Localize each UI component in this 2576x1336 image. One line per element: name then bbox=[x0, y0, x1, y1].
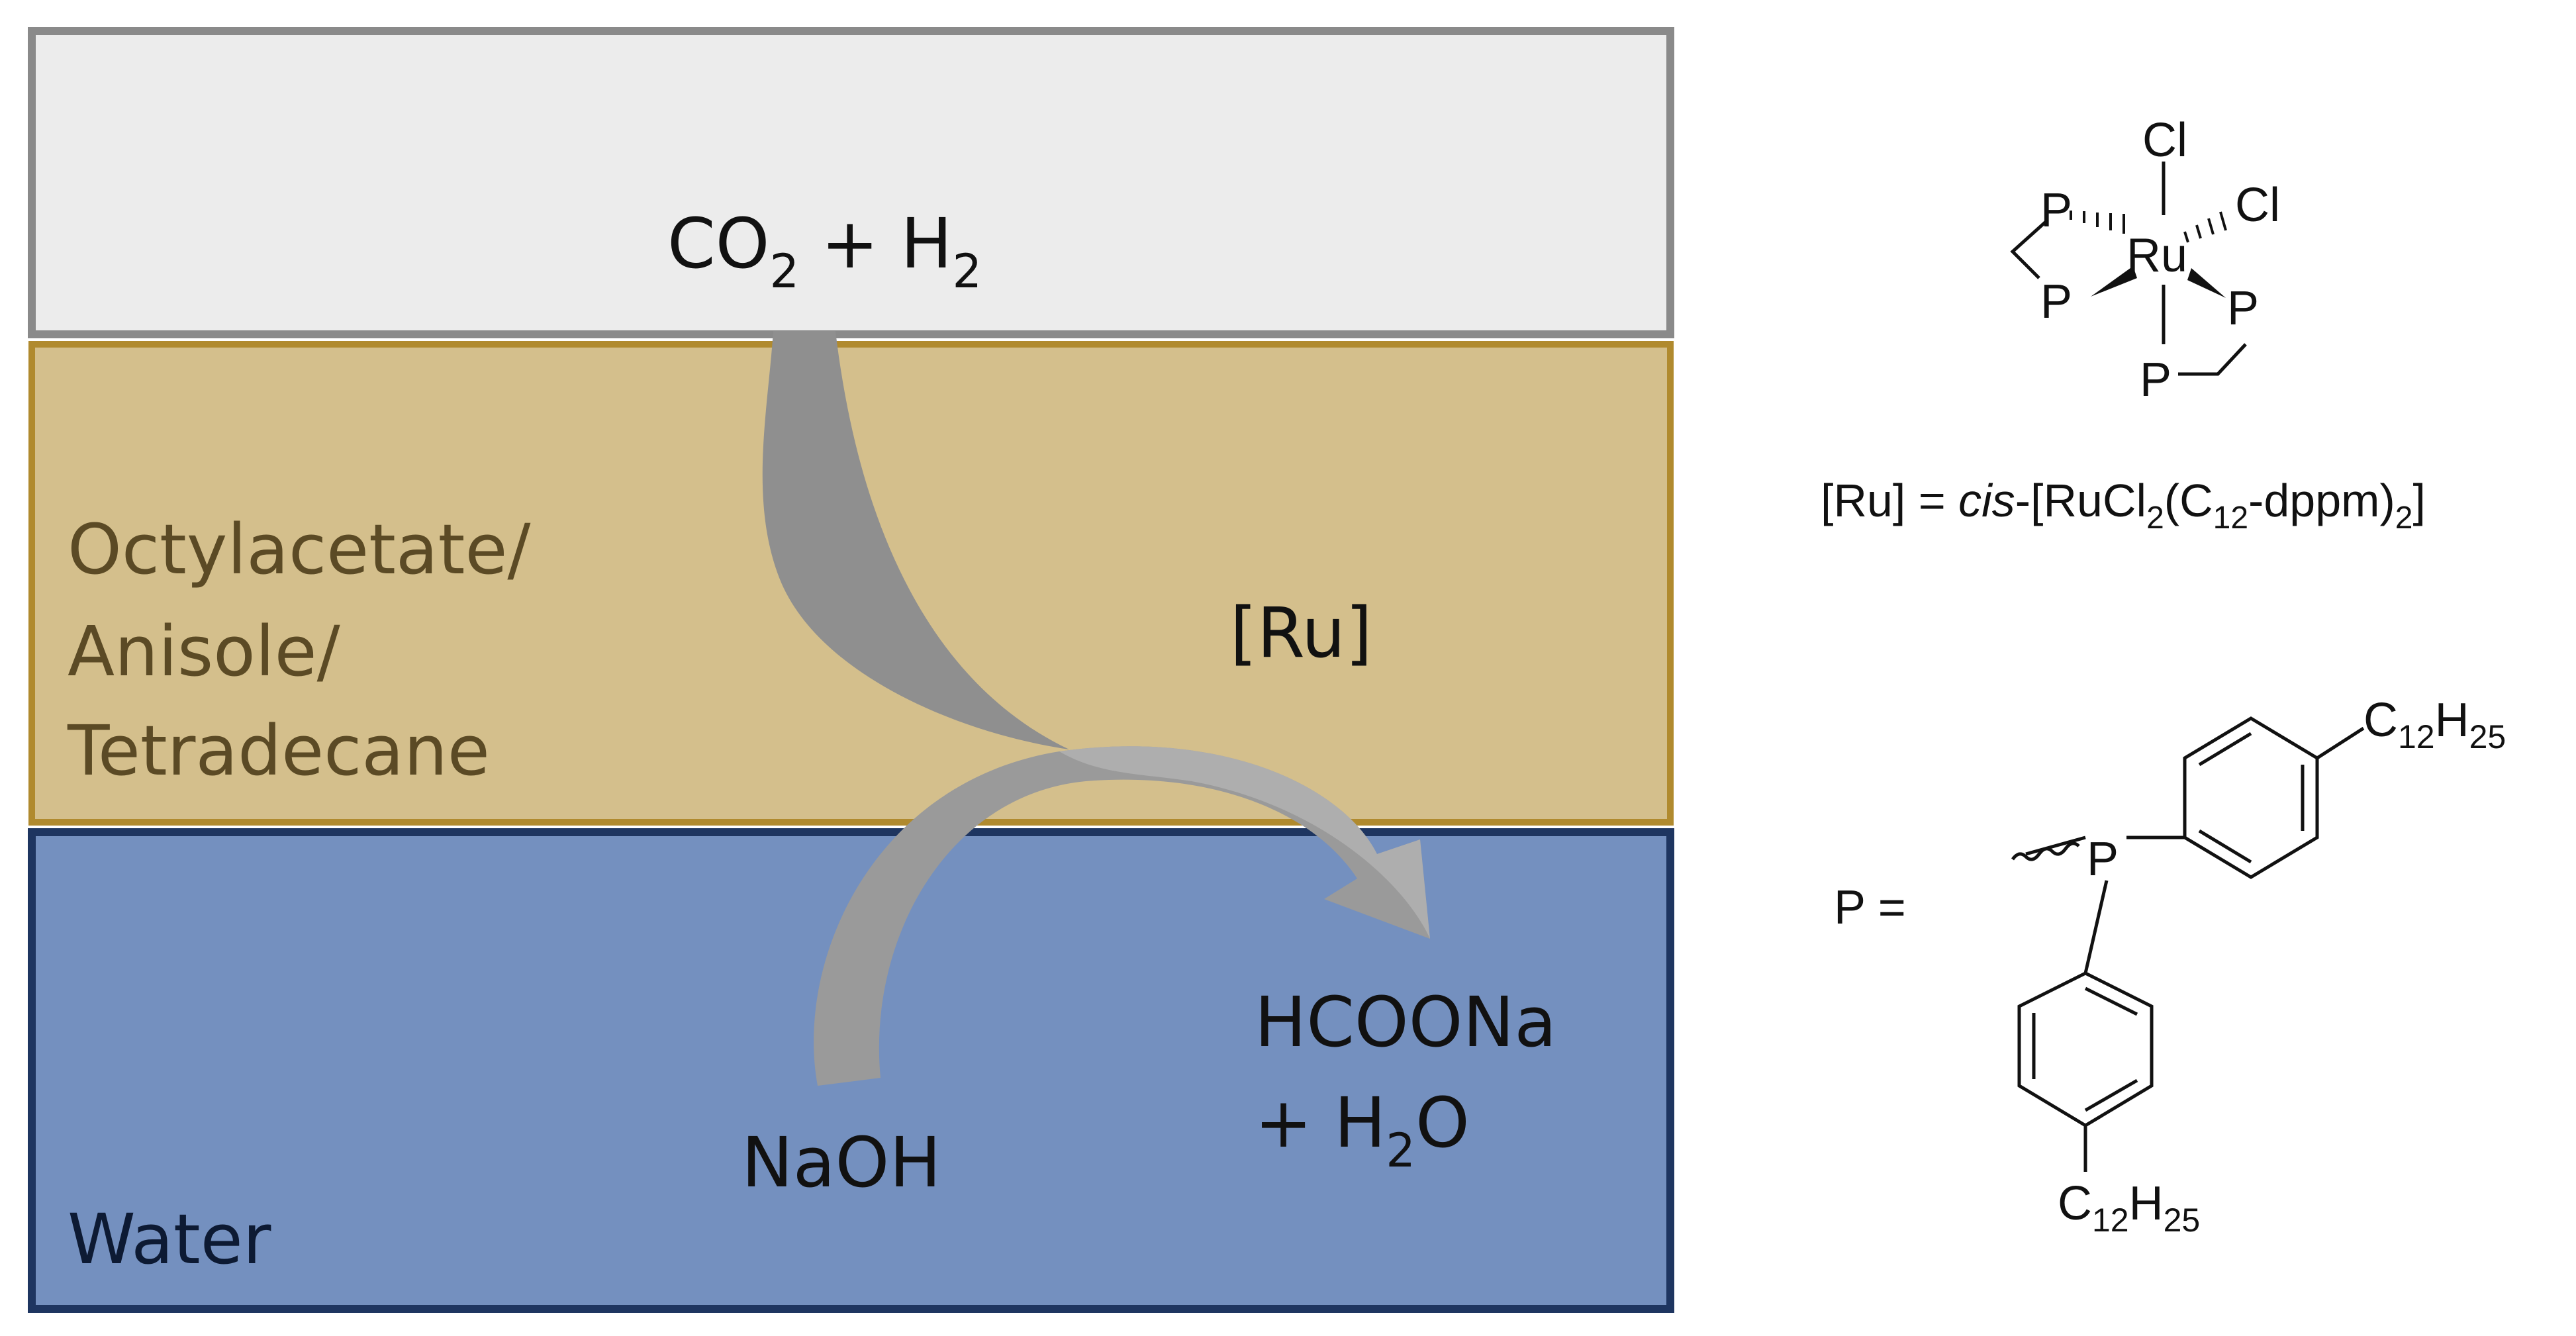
lower-substituent-label: C12H25 bbox=[2058, 1177, 2200, 1239]
base-label: NaOH bbox=[741, 1122, 941, 1203]
complex-atom-labels: Cl Cl Ru P P P P bbox=[2040, 114, 2280, 406]
upper-aryl-ring bbox=[2183, 716, 2319, 879]
upper-substituent-label: C12H25 bbox=[2363, 694, 2506, 755]
ruthenium-complex-structure bbox=[2010, 162, 2247, 376]
product-label-line1: HCOONa bbox=[1255, 982, 1556, 1063]
lower-ring-double-2 bbox=[2084, 1078, 2138, 1112]
wedge-bond-right bbox=[2187, 268, 2226, 298]
upper-ring-double-3 bbox=[2198, 829, 2252, 864]
ligand-p-atom: P bbox=[2087, 833, 2119, 886]
complex-atom-p-bottom: P bbox=[2140, 354, 2171, 406]
organic-solvent-label-line1: Octylacetate/ bbox=[68, 509, 531, 590]
water-label: Water bbox=[68, 1199, 271, 1280]
upper-ring-substituent-bond bbox=[2316, 726, 2365, 760]
complex-metal-ru: Ru bbox=[2126, 229, 2187, 282]
product-label-line2: + H2O bbox=[1255, 1082, 1470, 1178]
base-arrow-highlight bbox=[1059, 746, 1430, 939]
attachment-wavy-bond bbox=[2011, 841, 2080, 861]
hashed-bond-right bbox=[2183, 211, 2227, 243]
gas-reactants-label: CO2 + H2 bbox=[667, 203, 982, 299]
upper-ring-double-1 bbox=[2198, 732, 2252, 767]
organic-solvent-label-line2: Anisole/ bbox=[68, 611, 341, 692]
ligand-lhs-label: P = bbox=[1834, 881, 1906, 934]
complex-atom-cl-top: Cl bbox=[2142, 114, 2187, 167]
complex-atom-p-right: P bbox=[2227, 282, 2259, 335]
p-lower-aryl-bond bbox=[2083, 880, 2109, 974]
phase-diagram: CO2 + H2 Octylacetate/ Anisole/ Tetradec… bbox=[28, 27, 1674, 1313]
complex-atom-cl-right: Cl bbox=[2235, 179, 2280, 232]
complex-atom-p-lower-left: P bbox=[2040, 275, 2072, 328]
base-arrow bbox=[814, 746, 1430, 1086]
complex-atom-p-upper-left: P bbox=[2040, 184, 2072, 237]
lower-aryl-ring bbox=[2017, 971, 2154, 1127]
organic-solvent-label-line3: Tetradecane bbox=[67, 710, 490, 791]
wedge-bonds bbox=[2091, 266, 2226, 298]
complex-definition: [Ru] = cis-[RuCl2(C12-dppm)2] bbox=[1821, 475, 2426, 536]
chelate-bridge-left bbox=[2010, 220, 2047, 279]
lower-ring-double-1 bbox=[2084, 986, 2138, 1016]
hashed-bond-left bbox=[2070, 211, 2125, 234]
catalyst-label: [Ru] bbox=[1230, 593, 1372, 673]
wedge-bond-left bbox=[2091, 266, 2137, 297]
chelate-bridge-right bbox=[2178, 343, 2247, 376]
ligand-structure: P = P C12H25 C12H25 bbox=[1834, 694, 2506, 1239]
attachment-bond bbox=[2025, 835, 2086, 856]
gas-phase-box bbox=[28, 27, 1674, 338]
reactant-arrow bbox=[762, 331, 1069, 749]
